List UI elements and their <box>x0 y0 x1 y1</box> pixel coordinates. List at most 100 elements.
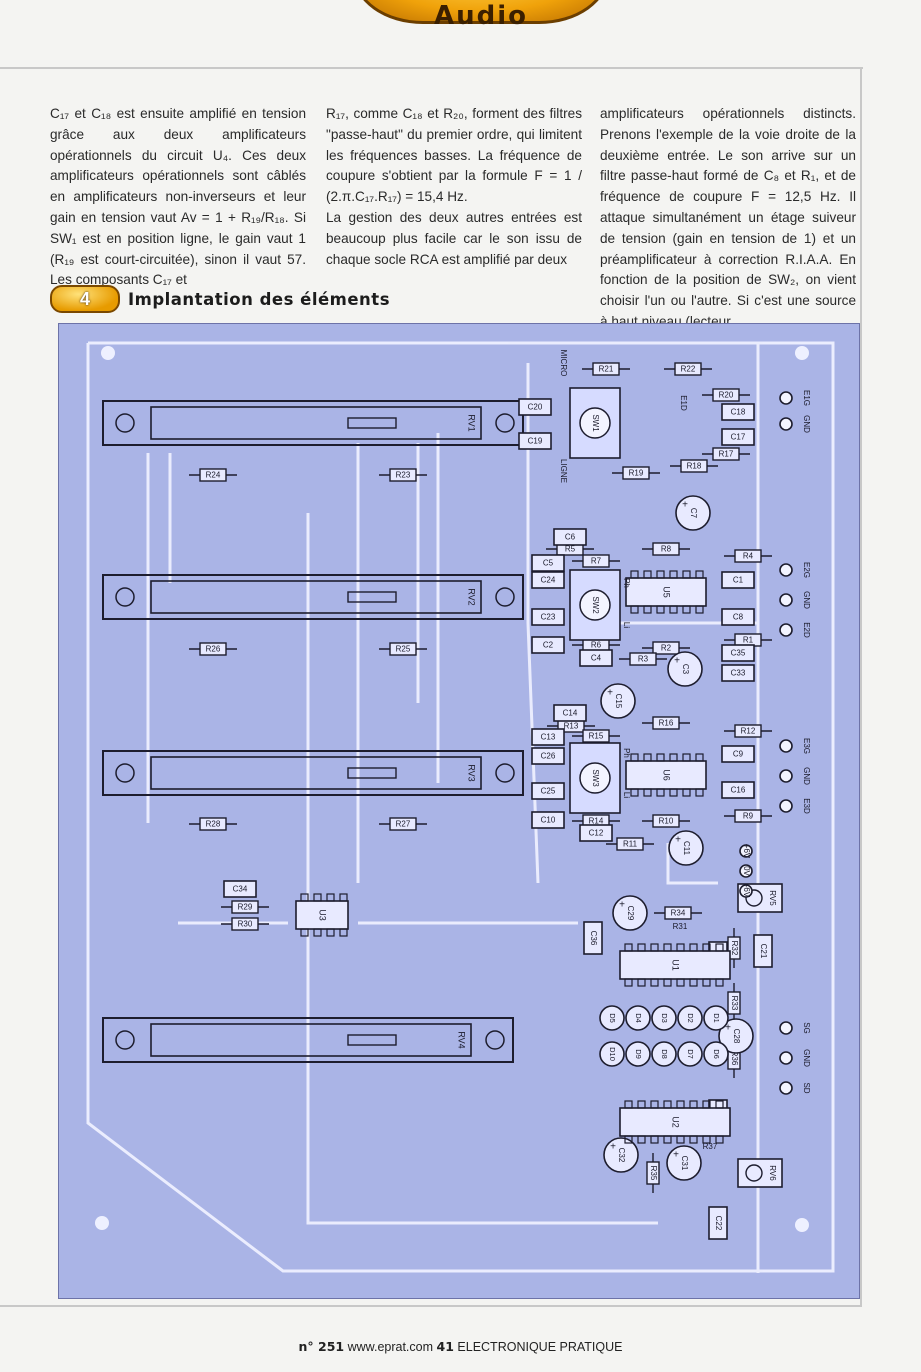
capacitor-c13: C13 <box>531 728 565 746</box>
capacitor-label: C13 <box>541 733 556 742</box>
resistor-label: R32 <box>730 941 739 956</box>
electrolytic-label: C29 <box>626 906 635 921</box>
section-number: 4 <box>50 285 120 313</box>
resistor-r33: R33 <box>727 983 741 1023</box>
connector-e1: GND <box>779 415 811 433</box>
switch-label-ph: Ph <box>622 748 631 758</box>
connector-label: SG <box>802 1022 811 1034</box>
resistor-r9: R9 <box>724 809 772 823</box>
diode-label: D9 <box>634 1049 643 1059</box>
capacitor-c6: C6 <box>553 528 587 546</box>
capacitor-label: C2 <box>543 641 554 650</box>
resistor-r19: R19 <box>612 466 660 480</box>
resistor-label: R30 <box>238 920 253 929</box>
resistor-label: R2 <box>661 644 672 653</box>
resistor-r27: R27 <box>379 817 427 831</box>
resistor-label: R15 <box>589 732 604 741</box>
capacitor-c33: C33 <box>721 664 755 682</box>
ic-label: U3 <box>318 909 328 921</box>
capacitor-label: C36 <box>589 931 598 946</box>
polarity-plus: + <box>673 1150 679 1161</box>
connector-label: E2G <box>802 562 811 578</box>
capacitor-c36: C36 <box>583 921 603 955</box>
section-heading: 4 Implantation des éléments <box>50 285 390 313</box>
connector-label: SD <box>802 1082 811 1093</box>
diode-d6: D6 <box>703 1041 729 1067</box>
resistor-label-r31: R31 <box>673 922 688 931</box>
capacitor-label: C1 <box>733 576 744 585</box>
resistor-label: R12 <box>741 727 756 736</box>
diode-d2: D2 <box>677 1005 703 1031</box>
footer-magazine: ELECTRONIQUE PRATIQUE <box>457 1340 623 1354</box>
switch-label-li: Li <box>622 792 631 798</box>
resistor-r30: R30 <box>221 917 269 931</box>
divider <box>0 67 863 69</box>
resistor-r25: R25 <box>379 642 427 656</box>
capacitor-c4: C4 <box>579 649 613 667</box>
fader-label: RV2 <box>467 588 477 605</box>
connector-power: +6V <box>739 844 753 859</box>
capacitor-c19: C19 <box>518 432 552 450</box>
fader-rv4: RV4 <box>102 1017 514 1063</box>
fader-rv1: RV1 <box>102 400 524 446</box>
capacitor-label: C26 <box>541 752 556 761</box>
capacitor-label: C17 <box>731 433 746 442</box>
fader-label: RV1 <box>467 414 477 431</box>
capacitor-label: C8 <box>733 613 744 622</box>
capacitor-label: C20 <box>528 403 543 412</box>
electrolytic-c11: C11+ <box>668 830 704 866</box>
resistor-label: R34 <box>671 909 686 918</box>
capacitor-label: C25 <box>541 787 556 796</box>
connector-e2: GND <box>779 591 811 609</box>
resistor-r23: R23 <box>379 468 427 482</box>
resistor-label: R14 <box>589 817 604 826</box>
ic-u2: U2 <box>619 1100 731 1144</box>
switch-label-ph: Ph <box>622 578 631 588</box>
capacitor-c17: C17 <box>721 428 755 446</box>
resistor-label: R7 <box>591 557 602 566</box>
capacitor-label: C22 <box>714 1216 723 1231</box>
resistor-label: R22 <box>681 365 696 374</box>
connector-out: SG <box>779 1021 811 1035</box>
switch-sw3: SW3 <box>569 742 621 814</box>
resistor-r1: R1 <box>724 633 772 647</box>
ic-label: U1 <box>671 959 681 971</box>
capacitor-c5: C5 <box>531 554 565 572</box>
polarity-plus: + <box>607 688 613 699</box>
connector-e3: E3G <box>779 738 811 754</box>
resistor-label: R16 <box>659 719 674 728</box>
fader-label: RV3 <box>467 764 477 781</box>
diode-label: D4 <box>634 1013 643 1023</box>
trimmer-rv6: RV6 <box>737 1158 783 1188</box>
resistor-r21: R21 <box>582 362 630 376</box>
diode-label: D10 <box>608 1047 617 1061</box>
resistor-label: R23 <box>396 471 411 480</box>
connector-label: 0V <box>742 866 751 876</box>
footer-page: 41 <box>436 1339 454 1354</box>
capacitor-c24: C24 <box>531 571 565 589</box>
resistor-label: R6 <box>591 641 602 650</box>
capacitor-label: C5 <box>543 559 554 568</box>
resistor-r18: R18 <box>670 459 718 473</box>
switch-label: SW1 <box>591 414 600 432</box>
capacitor-label: C23 <box>541 613 556 622</box>
resistor-r29: R29 <box>221 900 269 914</box>
resistor-label: R36 <box>730 1051 739 1066</box>
footer-site: www.eprat.com <box>347 1340 434 1354</box>
electrolytic-label: C11 <box>682 841 691 856</box>
electrolytic-c28: C28+ <box>718 1018 754 1054</box>
diode-d5: D5 <box>599 1005 625 1031</box>
resistor-r24: R24 <box>189 468 237 482</box>
connector-e1: E1G <box>779 390 811 406</box>
resistor-r20: R20 <box>702 388 750 402</box>
ic-label: U6 <box>662 769 672 781</box>
ic-u1: U1 <box>619 943 731 987</box>
resistor-label: R26 <box>206 645 221 654</box>
connector-power: -6V <box>739 884 753 898</box>
fader-label: RV4 <box>457 1031 467 1048</box>
switch-sw2: SW2 <box>569 569 621 641</box>
capacitor-c34: C34 <box>223 880 257 898</box>
resistor-r6: R6 <box>572 638 620 652</box>
resistor-label: R28 <box>206 820 221 829</box>
